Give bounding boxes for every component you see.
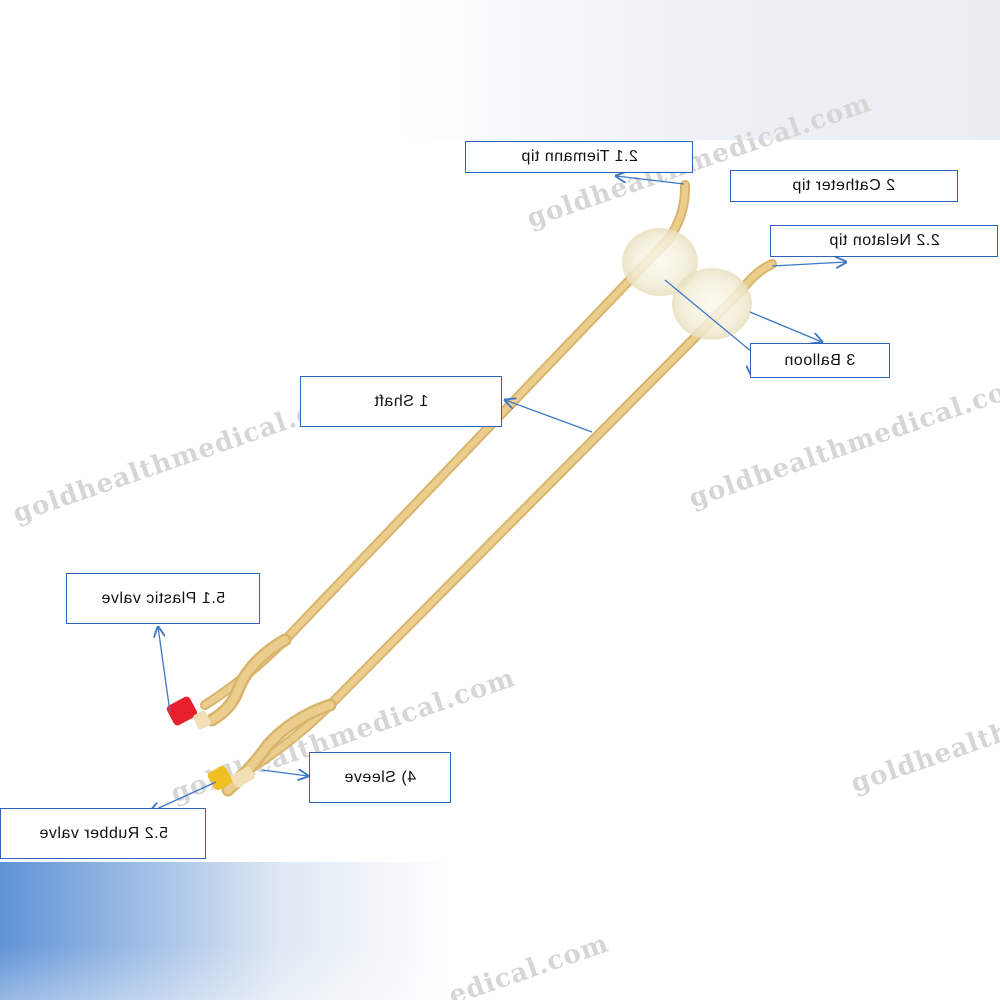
label-catheter-tip-text: 2 Catheter tip <box>792 177 896 194</box>
arrow-shaft <box>505 400 593 433</box>
label-tiemann-tip-text: 2.1 Tiemann tip <box>520 148 638 165</box>
label-balloon-text: 3 Balloon <box>784 351 856 369</box>
label-plastic-valve: 5.1 Plastic valve <box>66 573 260 624</box>
arrow-nelaton-tip <box>771 262 846 266</box>
label-shaft: 1 Shaft <box>300 376 502 427</box>
leader-arrows <box>150 176 846 812</box>
bottom-band-fade <box>0 862 1000 1000</box>
bottom-blue-gradient-band <box>0 862 1000 1000</box>
rubber-valve-yellow <box>207 765 233 791</box>
label-tiemann-tip: 2.1 Tiemann tip <box>465 141 693 173</box>
label-nelaton-tip: 2.2 Nelaton tip <box>770 225 998 257</box>
catheter-nelaton <box>207 259 777 797</box>
arrow-sleeve <box>261 770 308 776</box>
balloon-nelaton <box>672 268 752 340</box>
label-rubber-valve-text: 5.2 Rubber valve <box>38 824 168 842</box>
label-sleeve: 4) Sleeve <box>309 752 451 803</box>
label-catheter-tip: 2 Catheter tip <box>730 170 958 202</box>
balloon-tiemann <box>622 228 698 296</box>
arrow-rubber-valve <box>150 781 217 812</box>
label-balloon: 3 Balloon <box>750 343 890 378</box>
plastic-valve-red <box>166 696 198 726</box>
arrow-balloon-2 <box>749 311 822 342</box>
label-plastic-valve-text: 5.1 Plastic valve <box>100 589 226 607</box>
arrow-tiemann-tip <box>616 176 685 185</box>
arrow-plastic-valve <box>158 627 171 713</box>
top-gradient-band <box>400 0 1000 140</box>
catheter-tiemann-shaft <box>200 180 691 710</box>
catheter-tiemann <box>166 180 691 730</box>
label-nelaton-tip-text: 2.2 Nelaton tip <box>828 232 940 249</box>
label-rubber-valve: 5.2 Rubber valve <box>0 808 206 859</box>
label-shaft-text: 1 Shaft <box>373 392 429 410</box>
label-sleeve-text: 4) Sleeve <box>343 768 417 786</box>
